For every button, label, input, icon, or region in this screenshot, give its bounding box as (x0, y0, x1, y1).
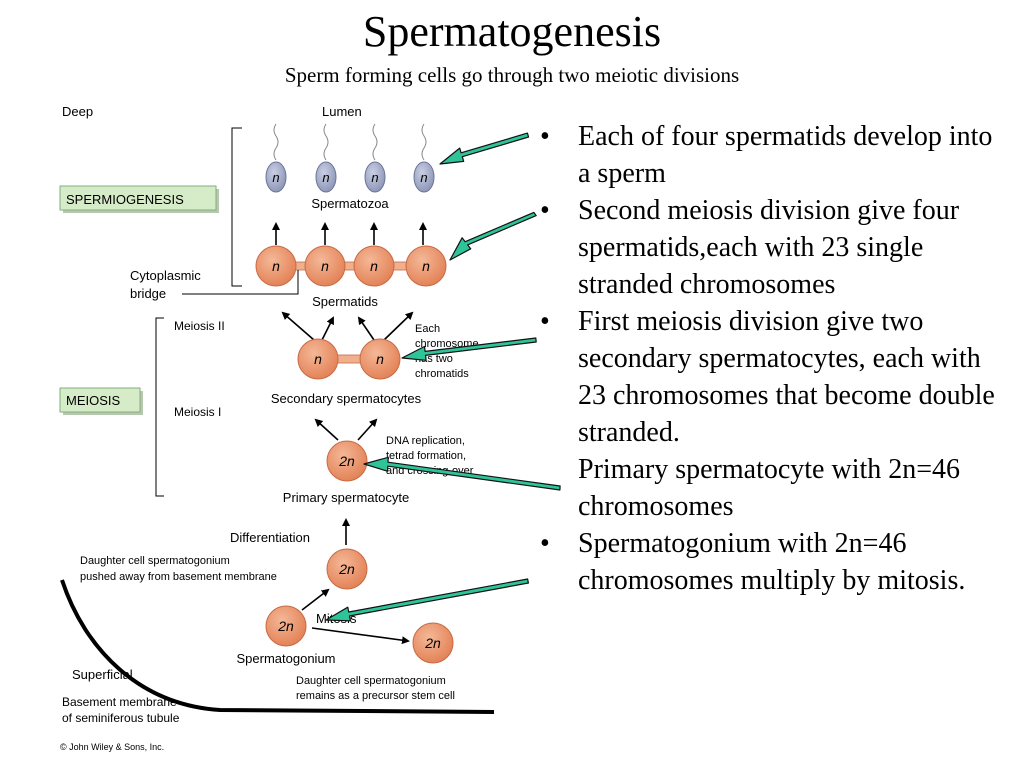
pointer-arrow (439, 132, 530, 165)
primary-spermatocyte-label: Primary spermatocyte (283, 490, 409, 505)
bullet-item: • Each of four spermatids develop into a … (540, 118, 1010, 192)
basement-membrane-label-2: of seminiferous tubule (62, 711, 180, 725)
meiosis-label: MEIOSIS (66, 393, 121, 408)
spermiogenesis-box: SPERMIOGENESIS (59, 185, 219, 213)
meiosis-i-label: Meiosis I (174, 405, 221, 419)
differentiation-label: Differentiation (230, 530, 310, 545)
svg-text:n: n (422, 258, 430, 274)
bullet-item: • Spermatogonium with 2n=46 chromosomes m… (540, 525, 1010, 599)
cytoplasmic-bridge-label-2: bridge (130, 286, 166, 301)
bullet-item: • Second meiosis division give four sperm… (540, 192, 1010, 303)
bullet-text: Second meiosis division give four sperma… (578, 195, 960, 300)
cytoplasmic-bridge-label: Cytoplasmic (130, 268, 201, 283)
spermatozoon: n (413, 123, 435, 193)
bullet-list: • Each of four spermatids develop into a … (540, 118, 1010, 599)
spermatogenesis-diagram: Deep Lumen SPERMIOGENESIS MEIOSIS Meiosi… (59, 104, 561, 752)
slide-subtitle: Sperm forming cells go through two meiot… (284, 63, 740, 87)
bullet-dot: • (540, 528, 550, 559)
stem-cell-spermatogonium: 2n (412, 622, 454, 664)
basement-membrane-curve (60, 579, 495, 714)
bullet-text: Primary spermatocyte with 2n=46 chromoso… (578, 454, 961, 522)
bullet-item: •Primary spermatocyte with 2n=46 chromos… (540, 451, 1010, 525)
daughter-remains-note-1: Daughter cell spermatogonium (296, 675, 446, 687)
spermatozoon: n (265, 123, 287, 193)
bullet-dot: • (540, 195, 550, 226)
bullet-item: • First meiosis division give two seconda… (540, 303, 1010, 451)
bullet-text: Each of four spermatids develop into a s… (578, 121, 993, 189)
chromatids-note-4: chromatids (415, 368, 469, 380)
mitosis-arrows (301, 588, 410, 645)
svg-text:n: n (322, 170, 329, 185)
bullet-text: Spermatogonium with 2n=46 chromosomes mu… (578, 528, 966, 596)
spermatid-cell: n (304, 245, 346, 287)
svg-text:n: n (376, 351, 384, 367)
spermatid-cell: n (255, 245, 297, 287)
meiosis-bracket (155, 317, 164, 497)
svg-text:n: n (321, 258, 329, 274)
bullet-dot: • (540, 306, 550, 337)
svg-text:2n: 2n (338, 453, 355, 469)
svg-text:n: n (370, 258, 378, 274)
bullet-dot: • (540, 121, 550, 152)
development-arrows (272, 222, 427, 245)
pointer-arrow (363, 456, 561, 491)
chromatids-note-1: Each (415, 323, 440, 335)
pointer-arrows (325, 132, 561, 622)
spermatozoon: n (364, 123, 386, 193)
lumen-label: Lumen (322, 104, 362, 119)
copyright-label: © John Wiley & Sons, Inc. (60, 742, 164, 752)
basement-membrane-label-1: Basement membrane (62, 695, 177, 709)
pointer-arrow (449, 211, 537, 261)
meiosis-ii-arrows (281, 311, 414, 341)
spermatogonium-label: Spermatogonium (237, 651, 336, 666)
secondary-spermatocytes-group: n n (297, 338, 401, 380)
spermiogenesis-bracket (231, 127, 242, 287)
secondary-spermatocytes-label: Secondary spermatocytes (271, 391, 422, 406)
daughter-pushed-note-1: Daughter cell spermatogonium (80, 555, 230, 567)
svg-text:2n: 2n (424, 635, 441, 651)
svg-text:n: n (272, 258, 280, 274)
pointer-arrow (401, 337, 537, 361)
svg-text:n: n (272, 170, 279, 185)
meiosis-ii-label: Meiosis II (174, 319, 225, 333)
deep-label: Deep (62, 104, 93, 119)
spermatozoa-group: n n n n (265, 123, 435, 193)
dna-replication-note-2: tetrad formation, (386, 450, 466, 462)
secondary-spermatocyte-cell: n (297, 338, 339, 380)
daughter-pushed-note-2: pushed away from basement membrane (80, 571, 277, 583)
slide-title: Spermatogenesis (362, 7, 662, 56)
meiosis-i-arrows (314, 418, 378, 441)
svg-text:2n: 2n (277, 618, 294, 634)
dna-replication-note-1: DNA replication, (386, 435, 465, 447)
spermatids-group: n n n n (255, 245, 447, 287)
spermatid-cell: n (405, 245, 447, 287)
daughter-remains-note-2: remains as a precursor stem cell (296, 690, 455, 702)
spermiogenesis-label: SPERMIOGENESIS (66, 192, 184, 207)
spermatozoa-label: Spermatozoa (311, 196, 389, 211)
svg-text:n: n (371, 170, 378, 185)
pointer-arrow (325, 578, 530, 622)
spermatozoon: n (315, 123, 337, 193)
spermatogonium-cell: 2n (265, 605, 307, 647)
primary-spermatocyte-cell: 2n (326, 440, 368, 482)
secondary-spermatocyte-cell: n (359, 338, 401, 380)
spermatid-cell: n (353, 245, 395, 287)
superficial-label: Superficial (72, 667, 133, 682)
svg-text:n: n (420, 170, 427, 185)
svg-text:n: n (314, 351, 322, 367)
spermatids-label: Spermatids (312, 294, 378, 309)
meiosis-box: MEIOSIS (59, 387, 143, 415)
svg-text:2n: 2n (338, 561, 355, 577)
daughter-spermatogonium-cell: 2n (326, 548, 368, 590)
cytoplasmic-bridge-leader (182, 270, 299, 295)
bullet-text: First meiosis division give two secondar… (578, 306, 995, 448)
